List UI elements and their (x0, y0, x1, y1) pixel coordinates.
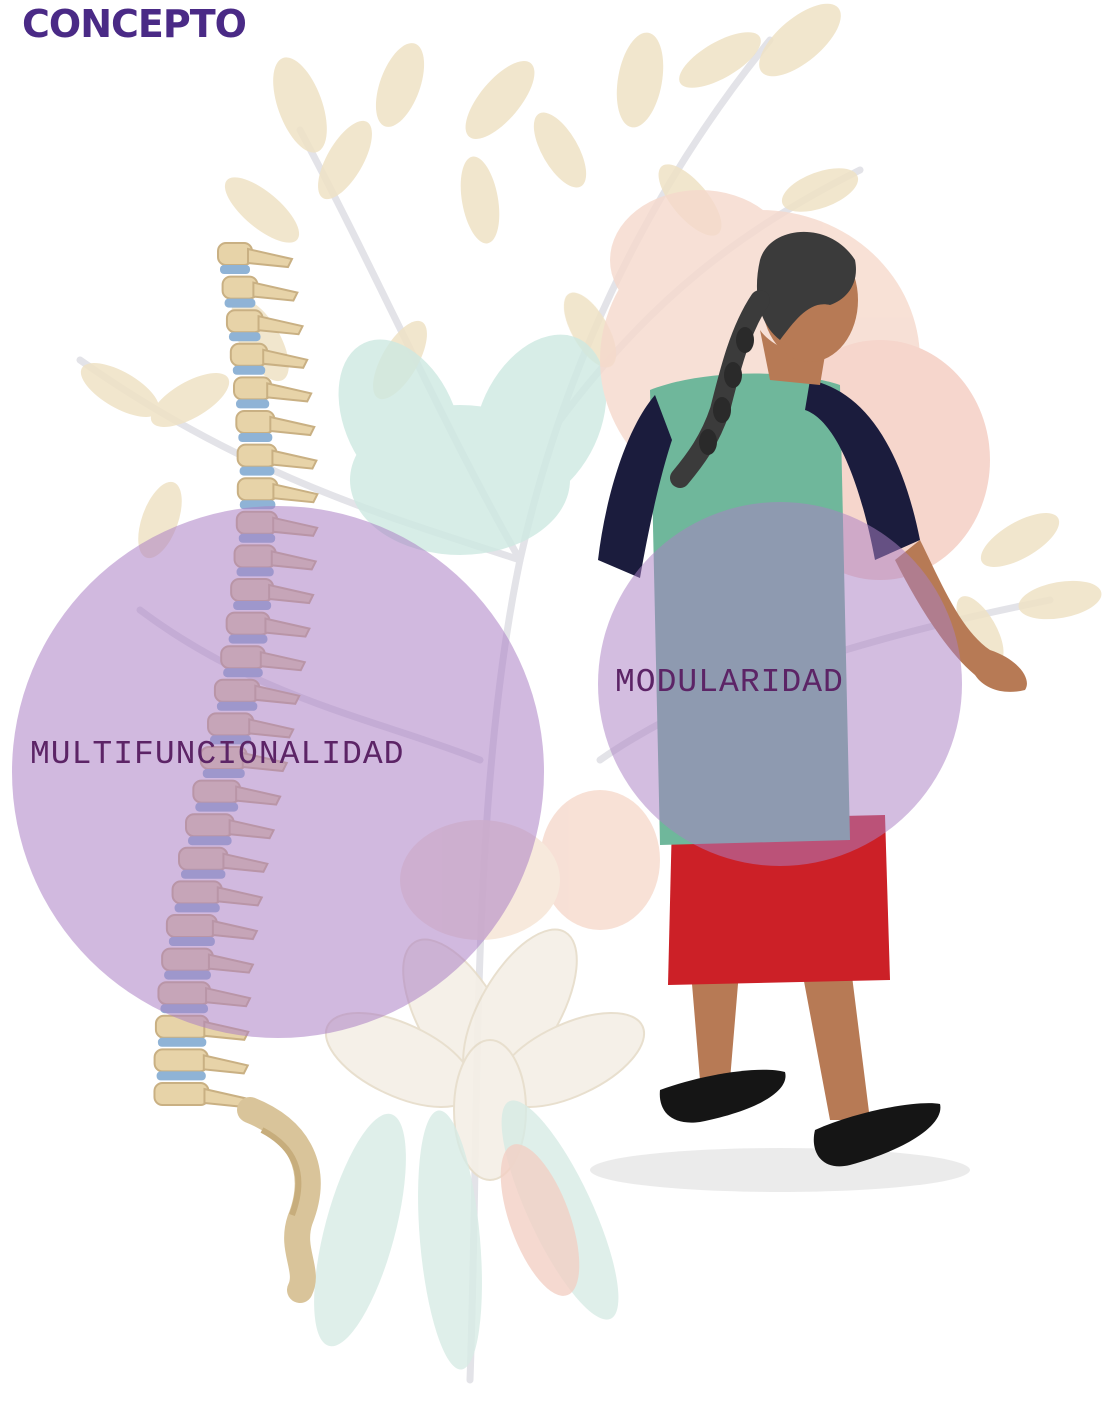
modularidad-label: MODULARIDAD (615, 664, 844, 701)
multifuncionalidad-label: MULTIFUNCIONALIDAD (30, 736, 404, 773)
